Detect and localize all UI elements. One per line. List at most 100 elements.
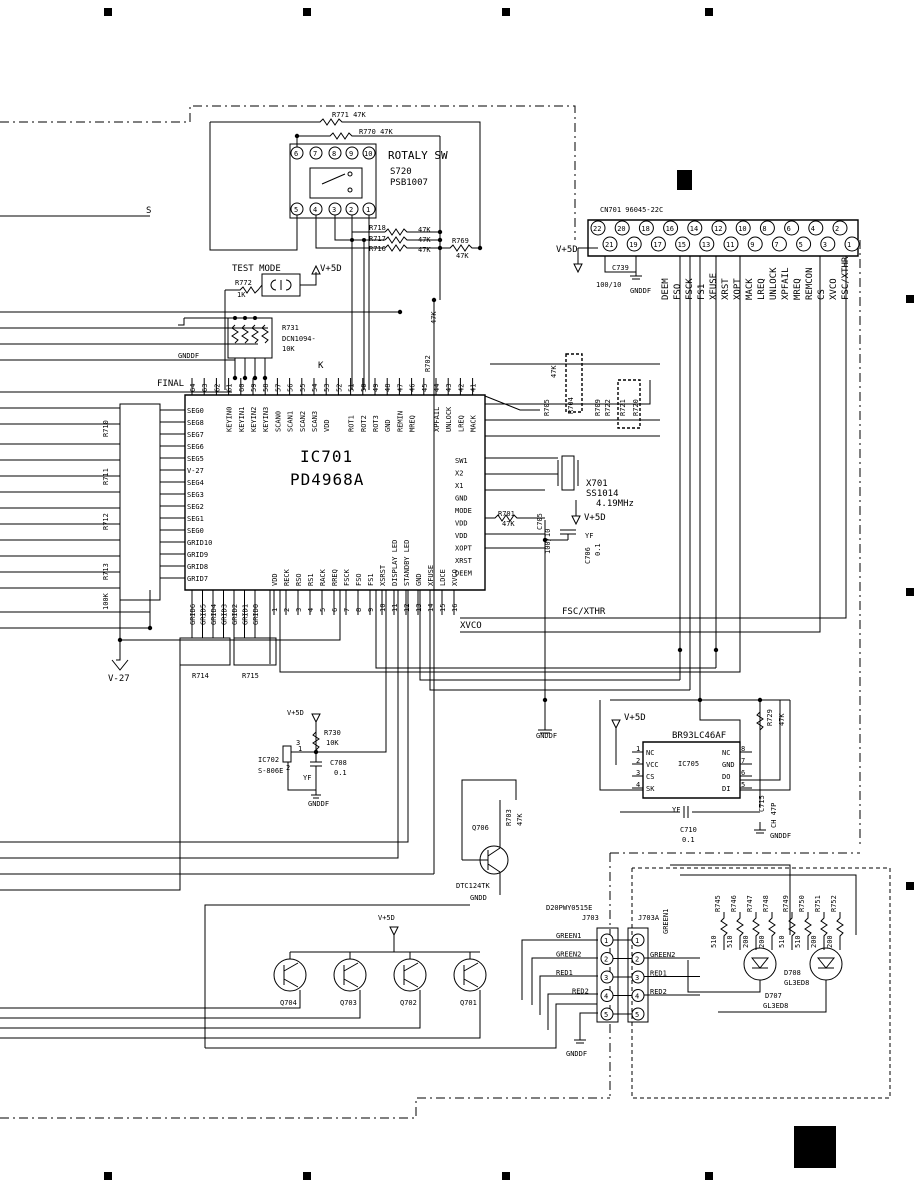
ic705-rpin-name-5: DI: [722, 785, 730, 793]
ic701-pin-43: 43: [445, 384, 453, 392]
led-res-r746: R746: [730, 895, 738, 912]
ic701-bpin-4: 4: [307, 608, 315, 612]
cn701-pin-label-16: 16: [666, 225, 674, 233]
ic701-bpin-11: 11: [391, 604, 399, 612]
r772-value: 1K: [237, 291, 246, 299]
j703-part: D20PWY0515E: [546, 904, 592, 912]
cn701-bpin-label-9: 9: [750, 241, 754, 249]
led-res-value-r750: 510: [794, 935, 802, 948]
r712-label: R712: [102, 513, 110, 530]
led-res-r745: R745: [714, 895, 722, 912]
switch-resistors: R771 47K R770 47K R718 R717 R716 47K 47K…: [209, 111, 483, 390]
x701-ref: X701: [586, 479, 608, 489]
transistor-label-Q703: Q703: [340, 999, 357, 1007]
d708-part: GL3ED8: [784, 979, 809, 987]
r714-label: R714: [192, 672, 209, 680]
ic702-reset: V+5D R730 10K IC702 S-806E 1 2 3 C708 0.…: [258, 590, 387, 808]
cn701-signal-5: XRST: [721, 278, 731, 300]
ic701-left-pin-13: GRID8: [187, 563, 208, 571]
ic701-pin-55: 55: [299, 384, 307, 392]
left-bus: S: [0, 206, 403, 629]
svg-text:1: 1: [366, 206, 370, 214]
ic701-grid-pin-4: GRID2: [231, 604, 239, 625]
ic701-bpin-16: 16: [451, 604, 459, 612]
fsc-nets: FSC/XTHR XVCO: [460, 256, 847, 633]
q706-part: DTC124TK: [456, 882, 491, 890]
switch-ref: S720: [390, 167, 412, 177]
r713-label: R713: [102, 563, 110, 580]
r731-ref: R731: [282, 324, 299, 332]
ic701-right-pin-5: VDD: [455, 520, 468, 528]
ic701-pin-name-59: KEYIN2: [250, 407, 258, 432]
ic701-bpin-2: 2: [283, 608, 291, 612]
registration-marks: [104, 8, 914, 1180]
r771-label: R771 47K: [332, 111, 367, 119]
ic701-pin-60: 60: [238, 384, 246, 392]
r729-label: R729: [766, 709, 774, 726]
j703-gnd: GNDDF: [566, 1050, 587, 1058]
r731-network: R731 DCN1094- 10K GNDDF: [178, 316, 316, 381]
cn701-signal-12: REMCON: [805, 267, 815, 300]
led-res-value-r748: 200: [758, 935, 766, 948]
r716-label: R716: [369, 245, 386, 253]
ic702-part: S-806E: [258, 767, 283, 775]
q-supply: V+5D: [378, 914, 395, 922]
ic701-pin-54: 54: [311, 384, 319, 392]
r717-value: 47K: [418, 236, 431, 244]
ic701-pin-name-57: SCAN0: [274, 411, 282, 432]
r730-value: 10K: [326, 739, 339, 747]
q706: Q706 DTC124TK GNDD R703 47K: [456, 779, 524, 902]
ic705-pin-3: 3: [636, 769, 640, 777]
ic701-pin-name-58: KEYIN3: [262, 407, 270, 432]
ic701-pin-name-47: REMIN: [396, 411, 404, 432]
r702-label: R702: [424, 355, 432, 372]
c739-label: C739: [612, 264, 629, 272]
ic705-rpin-name-8: NC: [722, 749, 730, 757]
cn701-bpin-label-11: 11: [726, 241, 734, 249]
ic701-pin-name-42: LREQ: [457, 415, 465, 432]
r716-value: 47K: [418, 246, 431, 254]
ic701-bpin-8: 8: [355, 608, 363, 612]
ic701-bpin-name-10: XSRST: [379, 564, 387, 586]
r731-value: DCN1094-: [282, 335, 316, 343]
transistor-label-Q702: Q702: [400, 999, 417, 1007]
ic701-pin-58: 58: [262, 384, 270, 392]
ic702-ref: IC702: [258, 756, 279, 764]
bottom-resistor-arrays: R714 R715: [179, 637, 277, 680]
ic701-bpin-6: 6: [331, 608, 339, 612]
ic701-bpin-name-8: FSO: [355, 573, 363, 586]
c710-type: YF: [672, 806, 680, 814]
ic701-grid-pin-3: GRID3: [221, 604, 229, 625]
ic701-pin-name-50: ROT2: [360, 415, 368, 432]
led-res-r750: R750: [798, 895, 806, 912]
ic701-pin-name-44: XPFAIL: [433, 407, 441, 432]
ic701-right-pin-9: DEEM: [455, 570, 472, 578]
cn701-signal-7: MACK: [745, 278, 755, 300]
svg-text:7: 7: [313, 150, 317, 158]
cn701-bpin-21: [602, 236, 618, 252]
c708-label: C708: [330, 759, 347, 767]
cn701-pin-4: [808, 220, 824, 236]
j703a-pin-label-4: 4: [635, 993, 639, 1001]
cn701-bpin-label-13: 13: [702, 241, 710, 249]
ic705-rpin-name-7: GND: [722, 761, 735, 769]
r770-label: R770 47K: [359, 128, 394, 136]
ic701-right-pin-6: VDD: [455, 532, 468, 540]
ic701-pin-name-60: KEYIN1: [238, 407, 246, 432]
ic701-pin-47: 47: [396, 384, 404, 392]
switch-part: PSB1007: [390, 178, 428, 188]
r705-label: R705: [543, 399, 551, 416]
j703a-pin-label-1: 1: [635, 937, 639, 945]
crystal-x701: X701 SS1014 4.19MHz V+5D 100/10 C705 YF …: [485, 455, 634, 740]
ic701-pin-62: 62: [213, 384, 221, 392]
ic705-pin-name-2: VCC: [646, 761, 659, 769]
cn701-pin-label-22: 22: [593, 225, 601, 233]
r731-value2: 10K: [282, 345, 295, 353]
cn701-signal-3: FS1: [697, 284, 707, 300]
transistor-Q702: [393, 958, 427, 992]
ic701-pin-51: 51: [348, 384, 356, 392]
ic701-right-pin-7: XOPT: [455, 545, 473, 553]
rotary-switch: 6 7 8 9 10 5 4 3 2 1 ROTALY SW S720 PSB1…: [289, 143, 448, 219]
